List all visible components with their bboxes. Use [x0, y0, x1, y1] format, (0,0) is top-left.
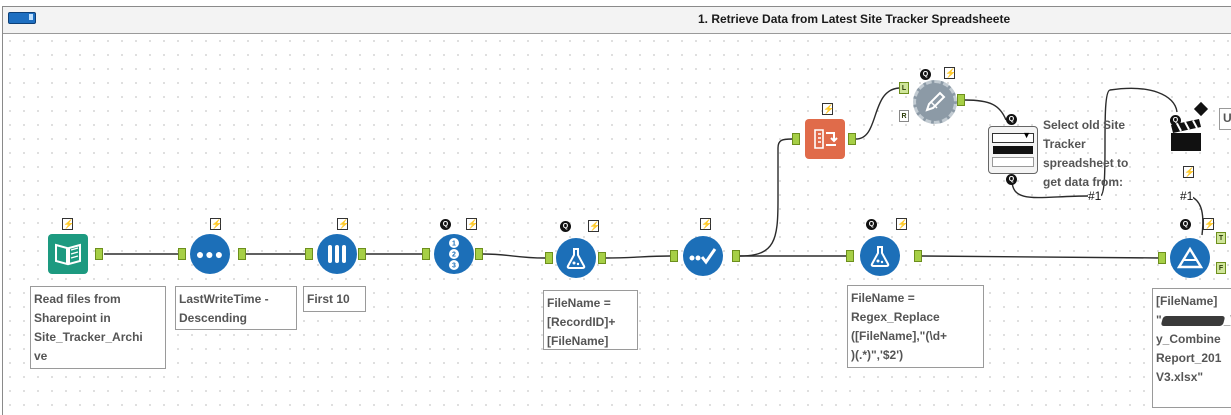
dropdown-interface-icon[interactable]: ▼ [988, 126, 1038, 174]
test-tubes-icon[interactable] [317, 234, 357, 274]
filter-annotation-line: y_Combine [1156, 332, 1221, 346]
dropdown-list-selected [993, 146, 1033, 154]
filter-annotation-line: "_\ [1156, 313, 1231, 327]
input-annotation: Read files from Sharepoint in Site_Track… [30, 286, 166, 369]
pencil-glyph [925, 91, 946, 112]
flash-badge: ⚡ [588, 220, 601, 232]
wire-formula1-to-select [605, 255, 671, 259]
output-anchor[interactable] [732, 250, 740, 262]
flash-badge: ⚡ [62, 218, 75, 230]
filter-annotation-line: V3.xlsx" [1156, 370, 1204, 384]
tool-container [2, 6, 1231, 415]
q-badge: Q [920, 69, 931, 80]
wire-recordid-to-formula1 [482, 253, 546, 259]
right-input-anchor[interactable]: R [899, 110, 909, 122]
clapperboard-icon[interactable] [1168, 118, 1204, 154]
q-badge: Q [1180, 219, 1191, 230]
dropdown-box: ▼ [992, 130, 1034, 143]
flash-badge: ⚡ [822, 103, 835, 115]
wire-select-to-ttc [739, 138, 793, 257]
left-input-anchor[interactable]: L [899, 82, 909, 94]
q-badge: Q [440, 219, 451, 230]
input-anchor[interactable] [305, 248, 313, 260]
check-glyph [689, 248, 717, 265]
numbered-list-glyph: 1 2 3 [449, 238, 459, 270]
text-to-columns-glyph [814, 129, 838, 149]
book-glyph [55, 243, 81, 266]
q-badge: Q [1006, 174, 1017, 185]
input-anchor[interactable] [846, 250, 854, 262]
flash-badge: ⚡ [896, 218, 909, 230]
numbered-list-icon[interactable]: 1 2 3 [434, 234, 474, 274]
output-anchor[interactable] [957, 94, 965, 106]
redacted-block [1160, 315, 1226, 326]
flask-icon[interactable] [556, 238, 596, 278]
output-anchor[interactable] [848, 133, 856, 145]
flash-badge: ⚡ [944, 67, 957, 79]
output-anchor[interactable] [914, 250, 922, 262]
svg-text:3: 3 [452, 263, 456, 270]
filter-annotation: [FileName] "_\ y_Combine Report_201 V3.x… [1152, 288, 1231, 408]
wire-join-to-dropdown [964, 99, 1007, 121]
flash-badge: ⚡ [1203, 218, 1216, 230]
container-collapse-toggle[interactable] [8, 12, 36, 24]
input-anchor[interactable] [670, 250, 678, 262]
input-anchor[interactable] [178, 248, 186, 260]
svg-text:1: 1 [452, 241, 456, 248]
toggle-knob [29, 14, 33, 20]
wire-formula2-to-filter [921, 255, 1161, 259]
wire-dropdown-to-label [1011, 179, 1089, 199]
pencil-gear-icon[interactable] [913, 80, 957, 124]
q-badge: Q [1006, 114, 1017, 125]
filter-glyph [1177, 246, 1203, 269]
connection-label: #1 [1180, 189, 1194, 203]
sort-annotation: LastWriteTime - Descending [175, 286, 297, 330]
filter-icon[interactable] [1170, 238, 1210, 278]
q-badge: Q [560, 221, 571, 232]
output-anchor[interactable] [358, 248, 366, 260]
input-anchor[interactable] [422, 248, 430, 260]
checkmark-dots-icon[interactable] [683, 236, 723, 276]
dropdown-list-item [992, 157, 1034, 167]
output-anchor[interactable] [475, 248, 483, 260]
true-output-anchor[interactable]: T [1216, 232, 1226, 244]
svg-text:2: 2 [452, 252, 456, 259]
connection-label: #1 [1088, 189, 1102, 203]
false-output-anchor[interactable]: F [1216, 262, 1226, 274]
input-anchor[interactable] [545, 252, 553, 264]
flash-badge: ⚡ [700, 218, 713, 230]
dots-icon[interactable]: ●●● [190, 234, 230, 274]
flask-glyph [870, 246, 890, 267]
flash-badge: ⚡ [466, 218, 479, 230]
flash-badge: ⚡ [1183, 166, 1196, 178]
question-label: Select old Site Tracker spreadsheet to g… [1043, 118, 1129, 189]
output-anchor[interactable] [598, 252, 606, 264]
book-icon[interactable] [48, 234, 88, 274]
clapper-glyph [1171, 119, 1201, 151]
flash-badge: ⚡ [337, 218, 350, 230]
text-to-columns-icon[interactable] [805, 119, 845, 159]
output-anchor[interactable] [238, 248, 246, 260]
sample-annotation: First 10 [303, 286, 366, 312]
flash-badge: ⚡ [210, 218, 223, 230]
output-anchor[interactable] [95, 248, 103, 260]
container-titlebar[interactable] [3, 7, 1231, 34]
formula1-annotation: FileName = [RecordID]+ [FileName] [543, 290, 638, 350]
wire-question-to-action [1099, 87, 1178, 197]
q-badge: Q [866, 219, 877, 230]
test-tubes-glyph [328, 245, 346, 263]
input-anchor[interactable] [792, 133, 800, 145]
wire-ttc-to-join [855, 87, 900, 140]
flask-glyph [566, 248, 586, 269]
formula2-annotation: FileName = Regex_Replace ([FileName],"(\… [847, 285, 984, 368]
filter-annotation-line: [FileName] [1156, 294, 1218, 308]
input-anchor[interactable] [1158, 252, 1166, 264]
filter-annotation-line: Report_201 [1156, 351, 1222, 365]
flask-icon[interactable] [860, 236, 900, 276]
q-badge: Q [1170, 115, 1181, 126]
container-title: 1. Retrieve Data from Latest Site Tracke… [698, 12, 1011, 26]
action-annotation: U [1219, 108, 1231, 130]
